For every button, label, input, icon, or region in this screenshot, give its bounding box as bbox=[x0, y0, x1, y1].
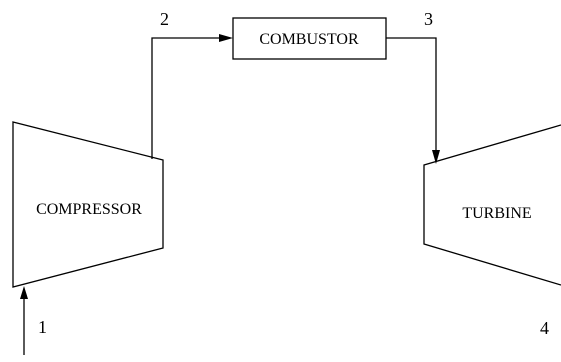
compressor-shape bbox=[12, 121, 164, 288]
combustor-to-turbine-line bbox=[386, 37, 437, 152]
state-2-label: 2 bbox=[160, 9, 169, 29]
turbine-shape bbox=[423, 124, 561, 286]
turbine-label: TURBINE bbox=[462, 205, 531, 222]
state-3-label: 3 bbox=[424, 9, 433, 29]
state-4-label: 4 bbox=[540, 318, 549, 338]
state-1-label: 1 bbox=[38, 317, 47, 337]
compressor-to-combustor-line bbox=[151, 37, 222, 159]
inlet-arrowhead bbox=[20, 286, 28, 299]
compressor-label: COMPRESSOR bbox=[36, 201, 142, 218]
combustor-label: COMBUSTOR bbox=[259, 31, 359, 48]
combustor-box bbox=[232, 17, 387, 60]
turbine-inlet-arrowhead bbox=[432, 150, 440, 164]
combustor-inlet-arrowhead bbox=[219, 34, 233, 42]
